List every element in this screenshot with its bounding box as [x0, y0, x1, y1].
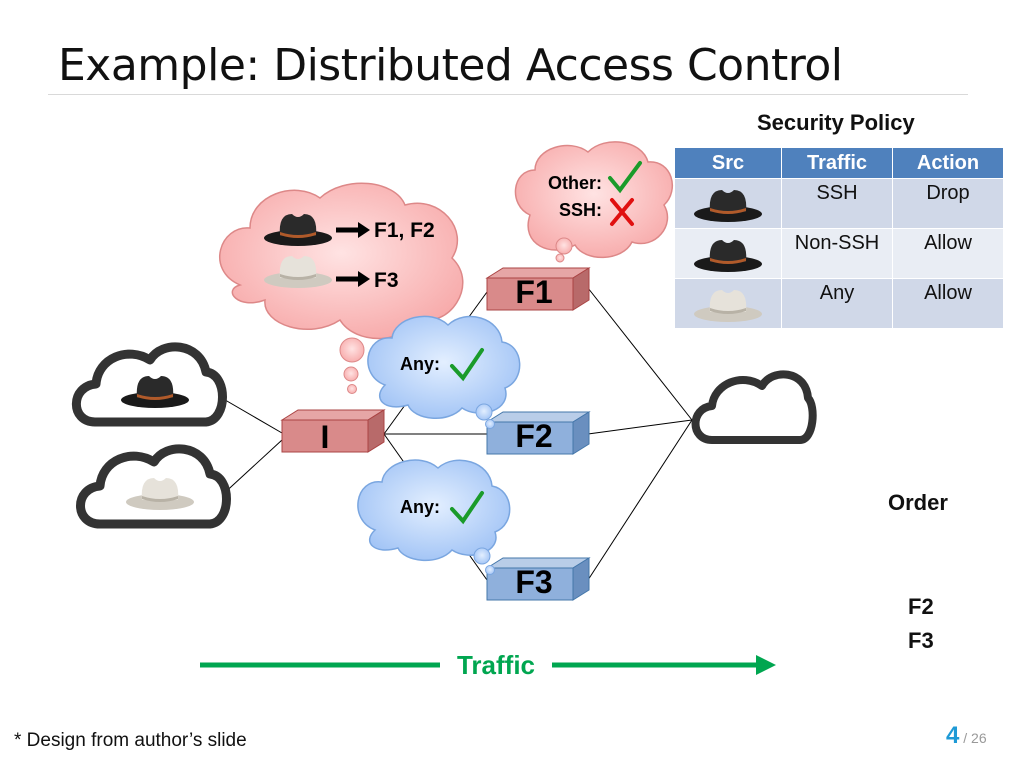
footnote: * Design from author’s slide	[14, 730, 247, 751]
traffic-cell: Any	[781, 278, 893, 329]
arrow-icon	[336, 222, 370, 238]
traffic-label: Traffic	[457, 650, 535, 680]
order-item: F3	[908, 628, 934, 653]
firewall-f2: F2	[485, 411, 591, 455]
black-hat-icon	[694, 190, 762, 222]
arrowhead-icon	[756, 655, 776, 675]
f2-bubble-text: Any:	[400, 354, 440, 374]
policy-title: Security Policy	[757, 110, 915, 135]
white-hat-icon	[694, 290, 762, 322]
order-label: Order	[888, 490, 948, 515]
check-icon	[450, 348, 484, 382]
bubble-black-target: F1, F2	[374, 219, 435, 242]
src-cell	[674, 278, 782, 329]
firewall-f1: F1	[485, 267, 591, 311]
firewall-f3: F3	[485, 557, 591, 601]
table-row: Non-SSH Allow	[674, 228, 1004, 279]
action-cell: Allow	[892, 228, 1004, 279]
header-src: Src	[674, 147, 782, 179]
traffic-arrow: Traffic	[200, 650, 776, 680]
page-current: 4	[946, 722, 960, 749]
table-row: SSH Drop	[674, 178, 1004, 229]
table-header-row: Src Traffic Action	[674, 147, 1004, 179]
arrow-icon	[336, 271, 370, 287]
ingress-switch: I	[280, 409, 386, 455]
src-cell	[674, 228, 782, 279]
slide-title: Example: Distributed Access Control	[58, 40, 843, 91]
cloud-icon-black-source	[71, 342, 227, 427]
f1-bubble-line2: SSH:	[559, 200, 602, 220]
firewall-f1-label: F1	[515, 274, 552, 310]
links	[219, 287, 693, 581]
f1-thought-bubble: Other: SSH:	[514, 141, 674, 263]
bubble-white-target: F3	[374, 269, 399, 292]
firewall-f2-label: F2	[515, 418, 552, 454]
check-icon	[450, 491, 484, 525]
traffic-cell: SSH	[781, 178, 893, 229]
page-number: 4 / 26	[946, 722, 987, 750]
ingress-label: I	[321, 419, 330, 455]
action-cell: Allow	[892, 278, 1004, 329]
table-row: Any Allow	[674, 278, 1004, 329]
page-total: / 26	[963, 730, 987, 746]
check-icon	[608, 161, 642, 194]
f1-bubble-line1: Other:	[548, 173, 602, 193]
f3-bubble-text: Any:	[400, 497, 440, 517]
f2-thought-bubble: Any:	[367, 315, 521, 429]
traffic-cell: Non-SSH	[781, 228, 893, 279]
header-action: Action	[892, 147, 1004, 179]
action-cell: Drop	[892, 178, 1004, 229]
security-policy-table: Src Traffic Action SSH Drop Non-SSH Allo…	[674, 147, 1004, 329]
black-hat-icon	[694, 240, 762, 272]
cloud-icon-destination	[691, 370, 817, 444]
src-cell	[674, 178, 782, 229]
header-traffic: Traffic	[781, 147, 893, 179]
order-item: F2	[908, 594, 934, 619]
cross-icon	[610, 198, 634, 226]
cloud-icon-white-source	[76, 444, 231, 529]
title-divider	[48, 94, 968, 95]
f3-thought-bubble: Any:	[357, 459, 511, 575]
firewall-f3-label: F3	[515, 564, 552, 600]
ingress-thought-bubble: F1, F2 F3	[219, 182, 464, 394]
